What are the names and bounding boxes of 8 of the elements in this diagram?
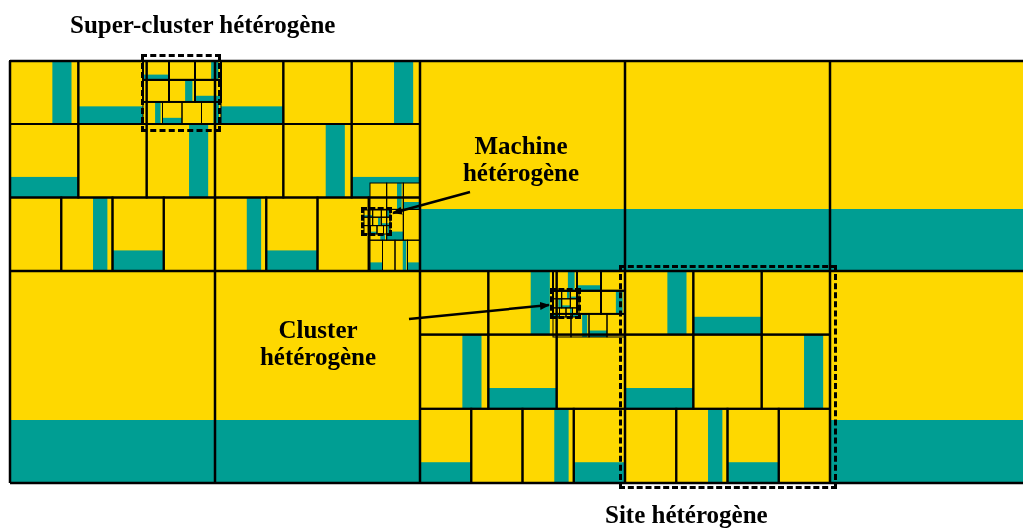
frame-label: Super-cluster hétérogène [70, 12, 336, 37]
dashed-frame [550, 288, 581, 319]
frame-label: Site hétérogène [605, 502, 768, 527]
callout-label: Cluster hétérogène [258, 316, 378, 370]
dashed-frame [361, 207, 392, 236]
arrow [408, 301, 550, 321]
callout-label: Machine hétérogène [461, 132, 581, 186]
arrow [392, 190, 471, 215]
